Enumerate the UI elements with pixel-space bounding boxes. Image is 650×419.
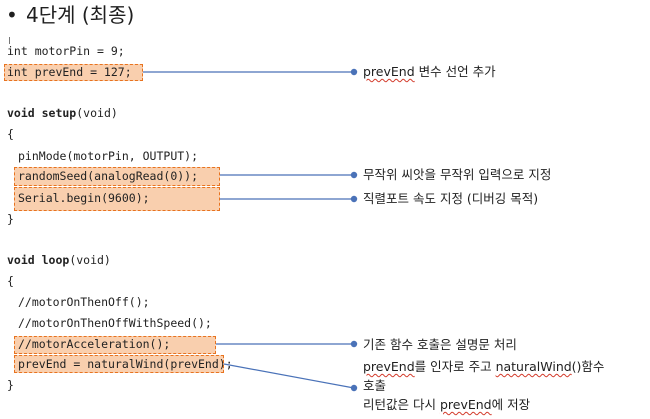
code-line: void loop(void) xyxy=(7,253,111,268)
connector-dot xyxy=(350,171,358,179)
code-line: //motorOnThenOff(); xyxy=(18,295,150,309)
annotation-text: ()함수 xyxy=(571,359,605,374)
annotation-comment-out: 기존 함수 호출은 설명문 처리 xyxy=(363,337,517,352)
code-line: { xyxy=(7,127,14,141)
code-line: } xyxy=(7,378,14,392)
annotation-return-value: 리턴값은 다시 prevEnd에 저장 xyxy=(363,397,530,413)
code-keyword: void loop xyxy=(7,253,70,267)
annotation-naturalwind: prevEnd를 인자로 주고 naturalWind()함수 xyxy=(363,359,604,375)
code-line: { xyxy=(7,274,14,288)
title-text: 4단계 (최종) xyxy=(26,3,135,27)
connector-dot xyxy=(350,384,358,392)
code-line: } xyxy=(7,212,14,226)
annotation-text: 리턴값은 다시 xyxy=(363,397,440,412)
annotation-keyword: prevEnd xyxy=(363,64,415,79)
highlight-prevend-decl xyxy=(4,64,143,81)
code-text: (void) xyxy=(76,106,118,120)
code-line: //motorAcceleration(); xyxy=(18,337,171,351)
annotation-call: 호출 xyxy=(363,378,387,393)
connector-line xyxy=(223,363,355,389)
annotation-keyword: prevEnd xyxy=(439,397,492,412)
highlight-naturalwind-call xyxy=(14,355,224,373)
code-text: (void) xyxy=(69,253,111,267)
annotation-prevend-decl: prevEnd 변수 선언 추가 xyxy=(363,64,496,80)
connector-dot xyxy=(350,340,358,348)
annotation-text: 에 저장 xyxy=(491,397,531,412)
code-line: prevEnd = naturalWind(prevEnd); xyxy=(18,357,233,371)
cursor-mark xyxy=(9,37,10,44)
code-line: void setup(void) xyxy=(7,106,118,121)
slide-title: • 4단계 (최종) xyxy=(6,2,134,28)
annotation-keyword: prevEnd xyxy=(363,359,415,374)
code-line: pinMode(motorPin, OUTPUT); xyxy=(18,149,199,163)
highlight-randomseed xyxy=(14,167,220,186)
code-line: //motorOnThenOffWithSpeed(); xyxy=(18,316,212,330)
code-line: int prevEnd = 127; xyxy=(7,65,132,79)
connector-dot xyxy=(350,195,358,203)
highlight-motoracceleration xyxy=(14,336,216,354)
annotation-serial: 직렬포트 속도 지정 (디버깅 목적) xyxy=(363,191,539,206)
title-bullet: • xyxy=(6,3,18,27)
highlight-serial-begin xyxy=(14,187,220,211)
code-line: Serial.begin(9600); xyxy=(18,191,150,205)
annotation-randomseed: 무작위 씨앗을 무작위 입력으로 지정 xyxy=(363,167,552,182)
connector-dot xyxy=(350,68,358,76)
code-line: int motorPin = 9; xyxy=(7,44,125,58)
annotation-text: 변수 선언 추가 xyxy=(414,64,496,79)
annotation-text: 를 인자로 주고 xyxy=(414,359,496,374)
code-keyword: void setup xyxy=(7,106,77,120)
code-line: randomSeed(analogRead(0)); xyxy=(18,169,199,183)
annotation-keyword: naturalWind xyxy=(495,359,572,374)
